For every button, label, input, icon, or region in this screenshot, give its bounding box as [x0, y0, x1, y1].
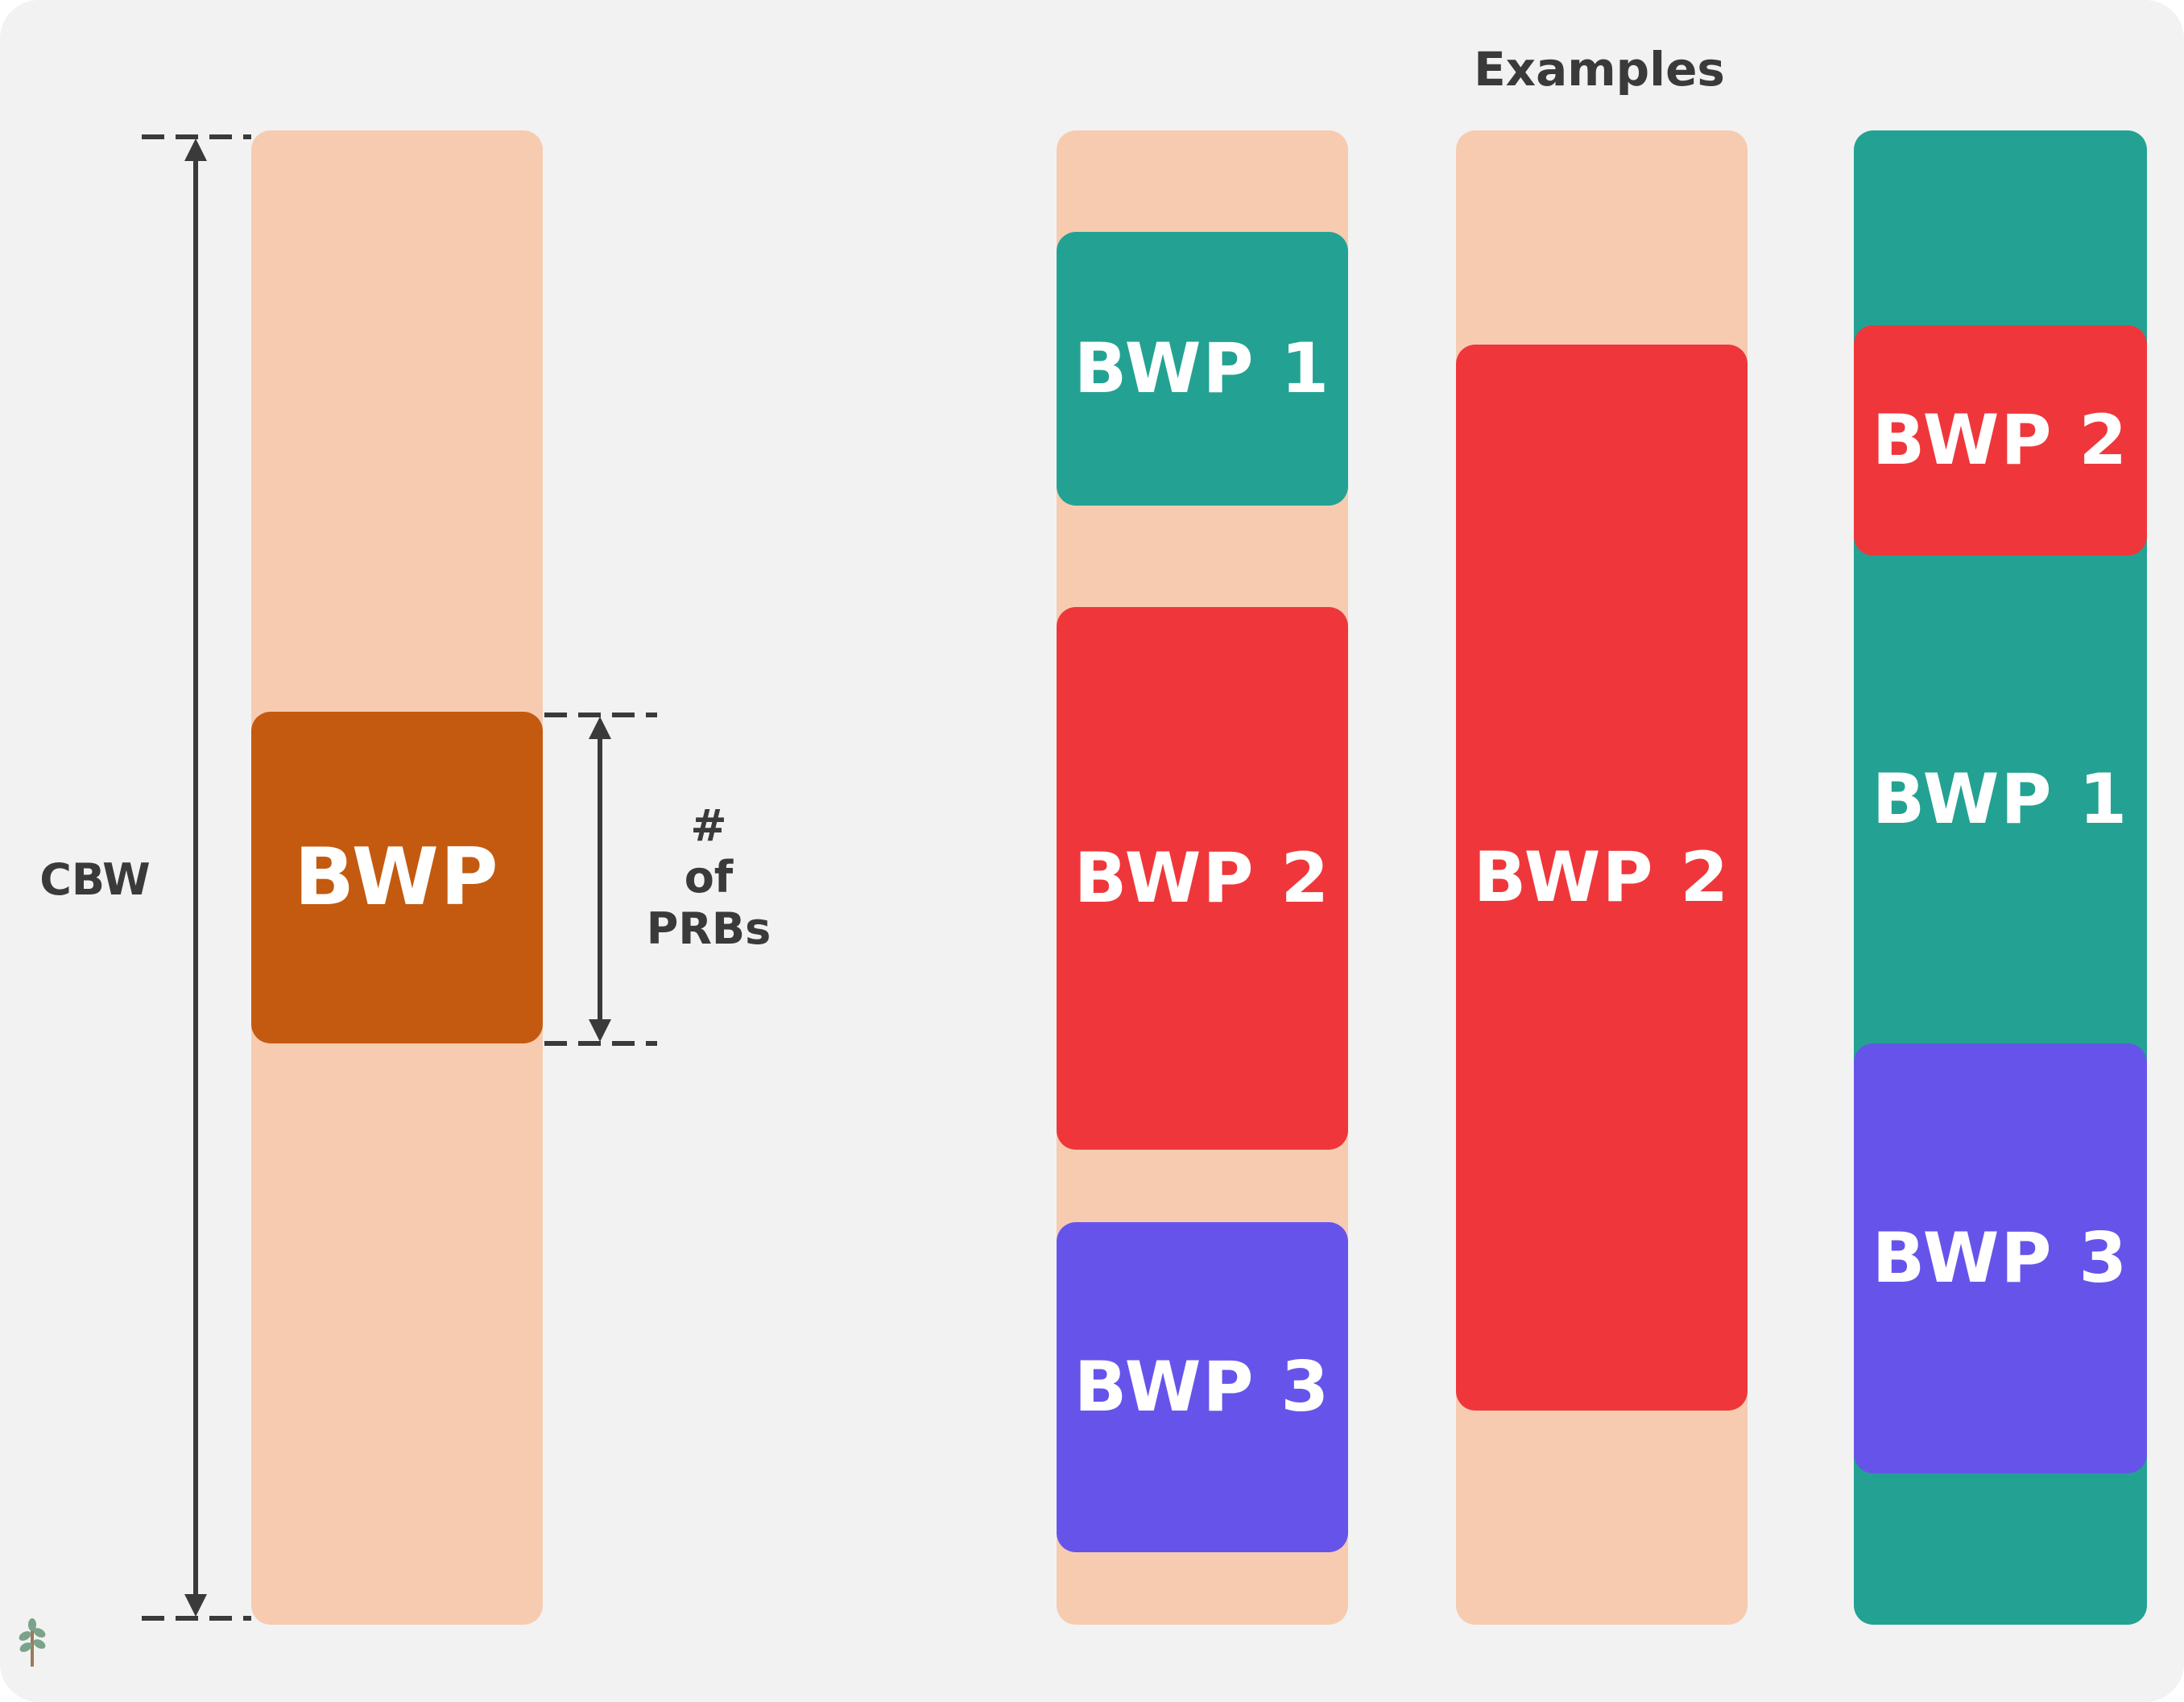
example-1-bwp-1-label: BWP 1 — [1073, 328, 1331, 409]
prb-arrow-head-up — [589, 717, 611, 739]
prb-label-line2: of — [684, 852, 734, 903]
example-3-bwp-2-label: BWP 2 — [1872, 400, 2129, 481]
bwp-block-main: BWP — [251, 712, 543, 1043]
example-3-bwp-3-label: BWP 3 — [1872, 1218, 2129, 1299]
example-3-bwp-3: BWP 3 — [1854, 1043, 2147, 1473]
examples-title: Examples — [1474, 42, 1725, 97]
example-1-bwp-3-label: BWP 3 — [1073, 1347, 1331, 1427]
example-1-bwp-2: BWP 2 — [1057, 607, 1348, 1150]
prb-label-line3: PRBs — [646, 903, 771, 954]
example-2-bwp-2-label: BWP 2 — [1473, 837, 1731, 918]
example-3-bwp-2: BWP 2 — [1854, 325, 2147, 556]
cbw-arrow-head-up — [184, 138, 207, 161]
cbw-label: CBW — [39, 854, 151, 905]
example-1-bwp-2-label: BWP 2 — [1073, 838, 1331, 919]
prb-arrow-head-down — [589, 1019, 611, 1042]
bwp-main-label: BWP — [294, 832, 500, 923]
example-1-bwp-1: BWP 1 — [1057, 232, 1348, 506]
example-3-bwp-1: BWP 1 — [1854, 556, 2147, 1043]
prb-label-line1: # — [690, 800, 727, 851]
example-2-bwp-2: BWP 2 — [1456, 345, 1748, 1411]
example-1-bwp-3: BWP 3 — [1057, 1222, 1348, 1552]
example-3-bwp-1-label: BWP 1 — [1872, 759, 2129, 840]
cbw-arrow-head-down — [184, 1594, 207, 1617]
prb-label: # of PRBs — [628, 800, 789, 955]
